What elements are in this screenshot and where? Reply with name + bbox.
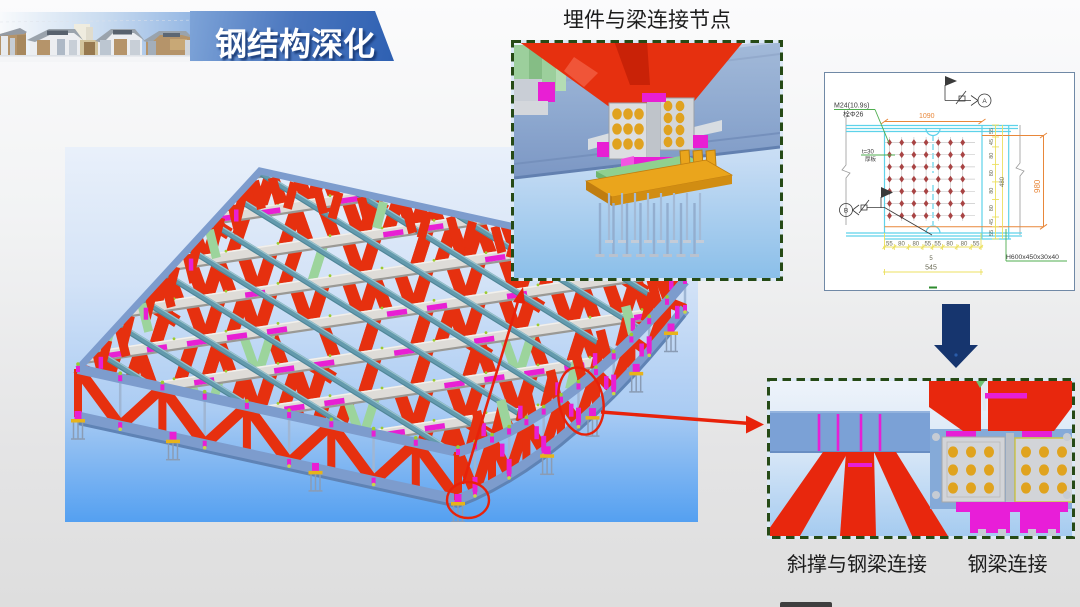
- svg-text:980: 980: [1033, 179, 1042, 193]
- svg-text:5: 5: [929, 256, 933, 262]
- svg-text:545: 545: [925, 265, 937, 272]
- svg-text:55: 55: [973, 242, 980, 248]
- svg-text:45: 45: [989, 219, 995, 225]
- svg-text:80: 80: [912, 242, 919, 248]
- svg-text:80: 80: [898, 242, 905, 248]
- svg-text:1090: 1090: [919, 113, 935, 120]
- svg-text:80: 80: [989, 153, 995, 159]
- svg-text:55: 55: [924, 242, 931, 248]
- svg-text:M24(10.9s): M24(10.9s): [834, 103, 869, 110]
- svg-text:H600x450x30x40: H600x450x30x40: [1006, 254, 1059, 261]
- svg-text:B: B: [844, 208, 848, 215]
- svg-text:80: 80: [989, 188, 995, 194]
- svg-text:45: 45: [989, 139, 995, 145]
- svg-text:480: 480: [1000, 176, 1006, 187]
- svg-text:55: 55: [934, 242, 941, 248]
- svg-text:80: 80: [989, 205, 995, 211]
- svg-text:55: 55: [886, 242, 893, 248]
- svg-text:80: 80: [989, 170, 995, 176]
- svg-text:80: 80: [946, 242, 953, 248]
- svg-text:t=30: t=30: [862, 150, 875, 156]
- svg-text:80: 80: [961, 242, 968, 248]
- svg-text:A: A: [982, 98, 987, 105]
- svg-text:厚板: 厚板: [865, 155, 877, 163]
- svg-text:55: 55: [989, 230, 995, 236]
- svg-text:55: 55: [989, 128, 995, 134]
- svg-text:栓Φ26: 栓Φ26: [843, 110, 863, 119]
